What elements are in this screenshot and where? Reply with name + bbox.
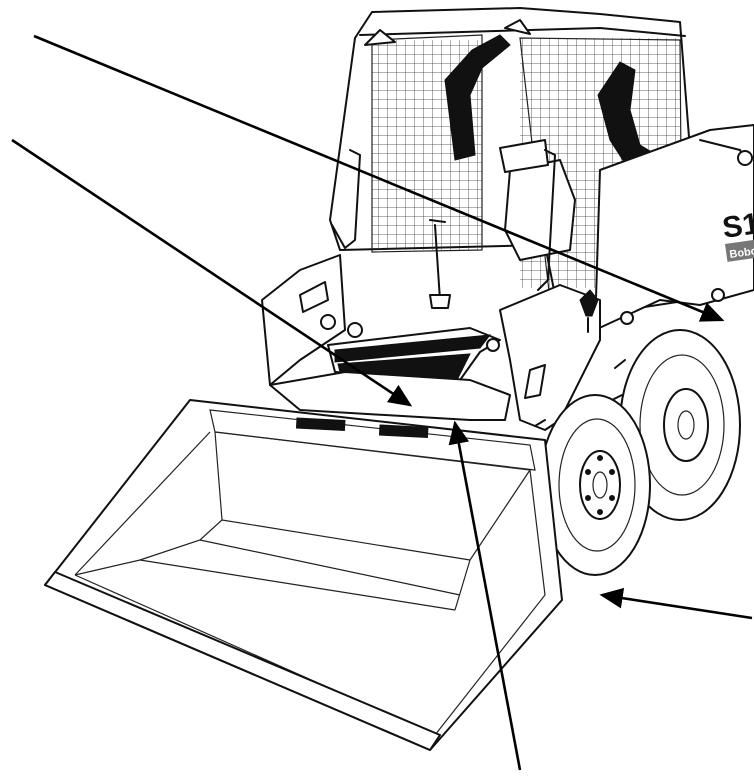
loader-frame: S100 Bobcat [261,124,754,431]
callout-arrow-lift-arm [33,34,725,322]
bucket-cleat-right [378,424,429,439]
bucket [44,399,563,751]
callout-arrow-wheel [599,587,753,620]
model-decal: S100 Bobcat [720,203,754,262]
restraint-bar-left [444,34,511,161]
left-grab-handle [331,149,361,249]
step-tread [334,334,492,363]
callout-arrow-bucket-attach [448,420,522,771]
bucket-cleat-left [295,417,346,432]
callout-arrows [11,34,753,771]
brand-decal-text: Bobcat [729,244,754,261]
bobcat-logo [579,289,599,333]
callout-arrow-front-frame [11,138,413,407]
right-grab-handle [537,149,556,291]
